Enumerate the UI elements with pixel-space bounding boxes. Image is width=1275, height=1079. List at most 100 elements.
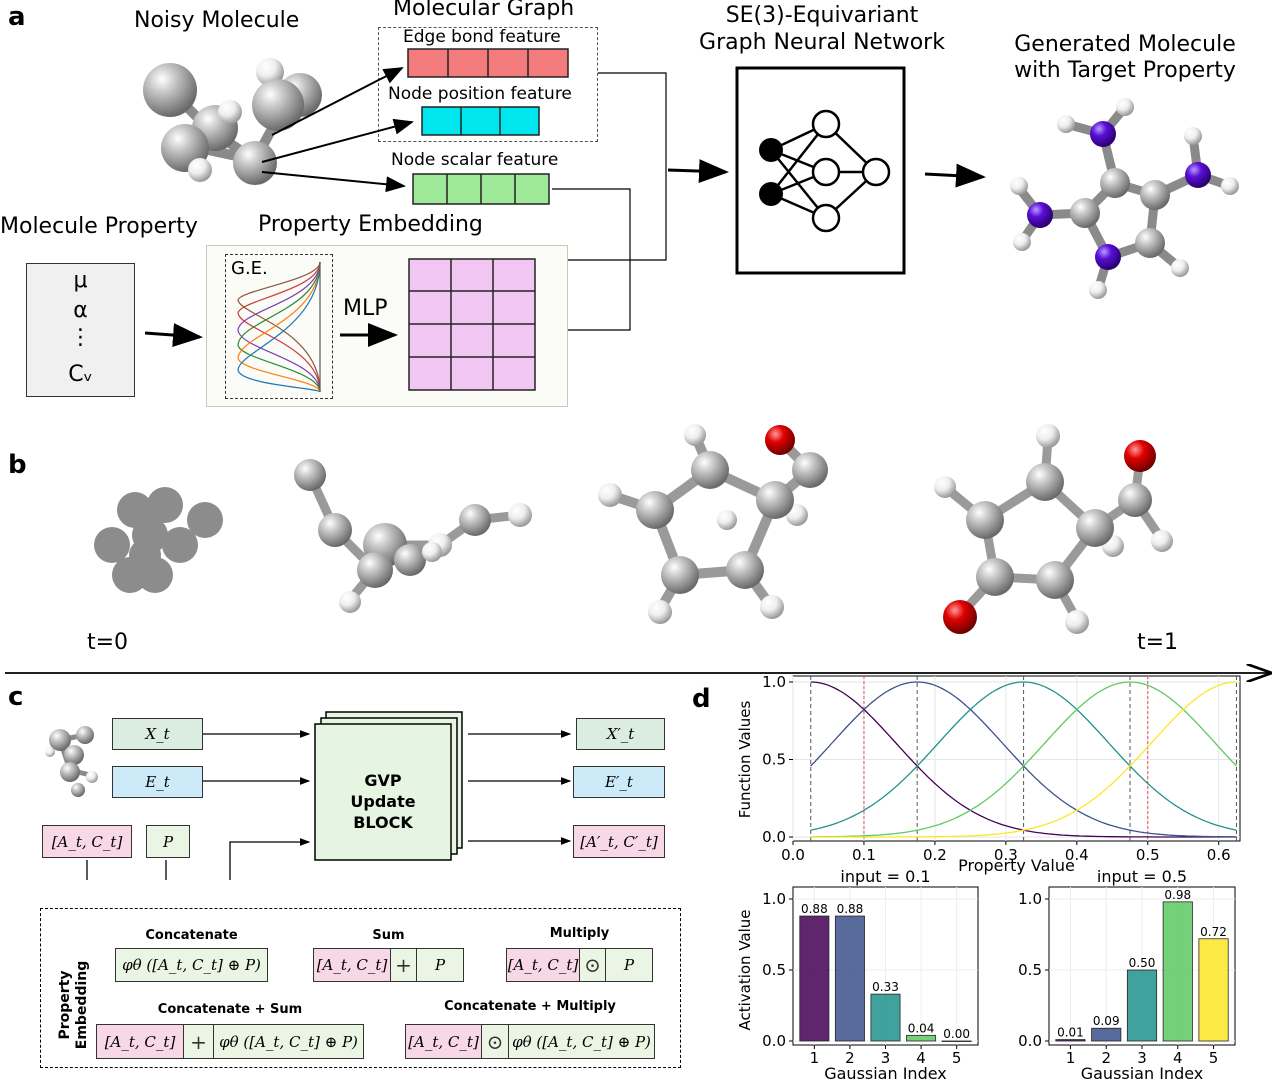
molecular-graph-title: Molecular Graph [393, 0, 575, 21]
multiply-title: Multiply [549, 926, 610, 941]
output-et: E′_t [573, 766, 665, 798]
panel-c-graphics [45, 711, 572, 880]
bar-input-01-bar-label-3: 0.33 [872, 980, 899, 994]
bar-input-01-bar-5 [941, 1040, 972, 1042]
bar-input-01-bar-4 [906, 1034, 937, 1042]
bar-input-05-bar-label-2: 0.09 [1093, 1014, 1120, 1028]
bar-input-05-ytick-label: 0.0 [1018, 1032, 1042, 1050]
bar-input-01-xtick-label: 3 [881, 1049, 891, 1067]
generated-molecule-image [1010, 98, 1239, 299]
line-xtick-label: 0.6 [1207, 846, 1231, 864]
line-ytick-label: 0.0 [762, 828, 786, 846]
molecule-t2 [598, 424, 828, 624]
molecule-t0 [94, 487, 223, 593]
bar-input-05-bar-3 [1126, 969, 1158, 1042]
noisy-molecule-image [143, 58, 322, 185]
prop-dots: ⋮ [69, 325, 92, 350]
bar-input-01-bar-2 [834, 915, 865, 1042]
panel-b-graphics [5, 424, 1275, 685]
concat-sum-box: [A_t, C_t] + φθ ([A_t, C_t] ⊕ P) [96, 1024, 364, 1059]
t0-label: t=0 [87, 630, 129, 655]
bar-input-05-xtick-label: 5 [1209, 1049, 1219, 1067]
concatenate-title: Concatenate [145, 928, 238, 943]
node-position-label: Node position feature [388, 84, 572, 104]
molecule-property-title: Molecule Property [0, 214, 198, 239]
bar-input-01-bar-label-2: 0.88 [837, 902, 864, 916]
gaussian-curve-5 [810, 681, 1237, 838]
concatenate-box: φθ ([A_t, C_t] ⊕ P) [115, 948, 268, 982]
line-ytick-label: 1.0 [762, 673, 786, 691]
bar-input-01-ytick-label: 0.5 [762, 961, 786, 979]
bar-input-01-ytick-label: 0.0 [762, 1032, 786, 1050]
ge-label: G.E. [231, 258, 268, 279]
bar-input-01-bar-label-4: 0.04 [908, 1021, 935, 1035]
bar-input-01-title: input = 0.1 [840, 867, 930, 886]
panel-letter-d: d [692, 684, 711, 714]
edge-feature-bar [407, 48, 569, 78]
bar-input-05-ytick-label: 0.5 [1018, 961, 1042, 979]
gaussian-expansion-box [225, 254, 333, 399]
line-ylabel: Function Values [736, 701, 754, 819]
line-xtick-label: 0.5 [1136, 846, 1160, 864]
line-xtick-label: 0.1 [852, 846, 876, 864]
bar-input-05-bar-1 [1055, 1039, 1086, 1042]
gaussian-curve-3 [810, 681, 1237, 831]
node-scalar-label: Node scalar feature [391, 150, 559, 170]
line-xtick-label: 0.4 [1065, 846, 1089, 864]
bar-input-01-xtick-label: 2 [845, 1049, 855, 1067]
mlp-label: MLP [343, 296, 388, 321]
input-et: E_t [112, 766, 203, 798]
bar-input-05-xlabel: Gaussian Index [1081, 1064, 1204, 1079]
panel-letter-a: a [8, 2, 26, 32]
edge-feature-label: Edge bond feature [403, 27, 561, 47]
bar-input-05-bar-2 [1091, 1027, 1122, 1042]
bar-input-05-xtick-label: 2 [1101, 1049, 1111, 1067]
line-xlabel: Property Value [958, 856, 1075, 875]
input-xt: X_t [112, 718, 203, 750]
panel-a-graphics [143, 48, 1239, 393]
gaussian-curve-4 [810, 681, 1237, 838]
prop-alpha: α [73, 298, 88, 323]
input-at-ct: [A_t, C_t] [42, 825, 132, 858]
bar-input-05-ytick-label: 1.0 [1018, 890, 1042, 908]
concat-sum-title: Concatenate + Sum [157, 1002, 303, 1017]
bar-input-05-title: input = 0.5 [1097, 867, 1187, 886]
bar-input-01-bar-label-1: 0.88 [801, 902, 828, 916]
molecule-t1 [294, 459, 532, 613]
bar-input-05-bar-4 [1162, 901, 1193, 1042]
prop-mu: μ [73, 268, 88, 293]
concat-mult-title: Concatenate + Multiply [444, 999, 616, 1014]
gnn-box [735, 66, 906, 275]
node-position-bar [421, 106, 540, 136]
bar-input-05-xtick-label: 4 [1173, 1049, 1183, 1067]
panel-letter-c: c [8, 682, 24, 712]
noisy-molecule-title: Noisy Molecule [134, 8, 300, 33]
bar-input-05-xtick-label: 3 [1137, 1049, 1147, 1067]
molecule-t3 [934, 424, 1173, 634]
property-list-box [26, 263, 135, 397]
bar-input-01-xtick-label: 5 [952, 1049, 962, 1067]
bar-input-01-bar-label-5: 0.00 [943, 1027, 970, 1041]
mlp-grid [408, 258, 536, 391]
bar-input-01-ylabel: Activation Value [736, 909, 754, 1030]
panel-letter-b: b [8, 450, 27, 480]
molecular-graph-box [378, 27, 598, 142]
output-at-ct: [A′_t, C′_t] [573, 825, 665, 858]
gaussian-curves [237, 261, 321, 393]
bar-input-05-bar-label-4: 0.98 [1164, 888, 1191, 902]
concat-mult-box: [A_t, C_t] ⊙ φθ ([A_t, C_t] ⊕ P) [405, 1024, 655, 1059]
property-embedding-options-box [40, 908, 681, 1068]
bar-input-01-ytick-label: 1.0 [762, 890, 786, 908]
bar-input-01-xtick-label: 4 [916, 1049, 926, 1067]
small-molecule-icon [45, 726, 98, 797]
line-xtick-label: 0.0 [781, 846, 805, 864]
line-xtick-label: 0.2 [923, 846, 947, 864]
sum-title: Sum [372, 928, 405, 943]
bar-input-05-bar-label-5: 0.72 [1200, 925, 1227, 939]
bar-input-01-bar-1 [799, 915, 830, 1042]
multiply-box: [A_t, C_t] ⊙ P [506, 948, 653, 982]
bar-input-01-bar-3 [870, 993, 901, 1042]
